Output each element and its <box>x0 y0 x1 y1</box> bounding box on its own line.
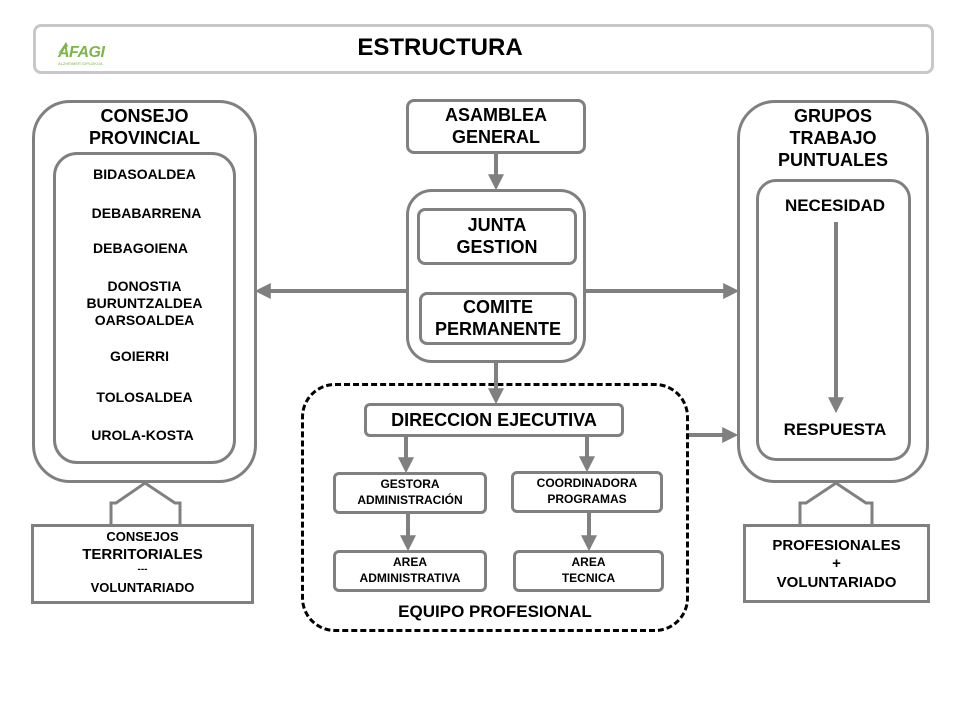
gestora-line1: GESTORA <box>380 477 440 492</box>
consejo-item: GOIERRI <box>109 348 170 364</box>
gestora-box: GESTORA ADMINISTRACIÓN <box>333 472 487 514</box>
area-administrativa-box: AREA ADMINISTRATIVA <box>333 550 487 592</box>
area-admin-line1: AREA <box>392 555 427 570</box>
page-title: ESTRUCTURA <box>357 34 523 61</box>
consejo-inner-box <box>53 152 236 464</box>
up-arrow-consejo <box>109 481 182 524</box>
coordinadora-line2: PROGRAMAS <box>547 492 627 506</box>
direccion-ejecutiva-box: DIRECCION EJECUTIVA <box>364 403 624 437</box>
gestora-line2: ADMINISTRACIÓN <box>357 493 463 507</box>
consejos-territoriales-line1: CONSEJOS <box>106 529 179 544</box>
consejo-item: TOLOSALDEA <box>96 389 193 405</box>
consejo-item: BURUNTZALDEA <box>86 295 203 311</box>
asamblea-general-box: ASAMBLEA GENERAL <box>406 99 586 154</box>
consejo-item: UROLA-KOSTA <box>91 427 194 443</box>
junta-line1: JUNTA <box>467 214 527 235</box>
logo: AFAGI ALZHEIMER GIPUZKOA <box>52 36 112 70</box>
consejos-territoriales-line3: --- <box>137 564 148 575</box>
respuesta-label: RESPUESTA <box>783 420 887 439</box>
header-bar <box>33 24 934 74</box>
direccion-label: DIRECCION EJECUTIVA <box>391 409 597 430</box>
logo-tagline: ALZHEIMER GIPUZKOA <box>58 61 103 66</box>
comite-permanente-box: COMITE PERMANENTE <box>419 292 577 345</box>
profesionales-line2: + <box>832 555 841 572</box>
asamblea-line1: ASAMBLEA <box>445 104 547 125</box>
grupos-inner-box <box>756 179 911 461</box>
consejos-territoriales-line4: VOLUNTARIADO <box>90 580 195 595</box>
junta-line2: GESTION <box>456 236 538 257</box>
profesionales-box <box>743 524 930 603</box>
necesidad-label: NECESIDAD <box>784 196 886 215</box>
comite-line2: PERMANENTE <box>434 318 561 339</box>
comite-line1: COMITE <box>463 296 533 317</box>
area-tecnica-line1: AREA <box>571 555 606 570</box>
area-tecnica-line2: TECNICA <box>561 571 616 585</box>
up-arrow-grupos <box>798 481 874 524</box>
junta-gestion-box: JUNTA GESTION <box>417 208 577 265</box>
profesionales-line3: VOLUNTARIADO <box>776 574 897 591</box>
grupos-title-1: GRUPOS <box>793 106 872 126</box>
grupos-title-3: PUNTUALES <box>777 150 888 170</box>
asamblea-line2: GENERAL <box>451 126 540 147</box>
area-tecnica-box: AREA TECNICA <box>513 550 664 592</box>
consejo-item: DONOSTIA <box>107 278 182 294</box>
logo-mark-icon <box>58 42 68 54</box>
grupos-title-2: TRABAJO <box>789 128 877 148</box>
profesionales-line1: PROFESIONALES <box>772 537 901 554</box>
consejo-item: DEBABARRENA <box>91 205 202 221</box>
consejo-item: DEBAGOIENA <box>93 240 188 256</box>
consejos-territoriales-box <box>31 524 254 604</box>
coordinadora-box: COORDINADORA PROGRAMAS <box>511 471 663 513</box>
coordinadora-line1: COORDINADORA <box>536 476 638 491</box>
logo-text: AFAGI <box>58 44 105 61</box>
consejos-territoriales-line2: TERRITORIALES <box>82 546 203 563</box>
consejo-item: BIDASOALDEA <box>93 166 196 182</box>
consejo-title-2: PROVINCIAL <box>88 128 200 148</box>
equipo-profesional-label: EQUIPO PROFESIONAL <box>398 602 592 621</box>
area-admin-line2: ADMINISTRATIVA <box>359 571 461 585</box>
consejo-item: OARSOALDEA <box>94 312 195 328</box>
consejo-title-1: CONSEJO <box>100 106 189 126</box>
